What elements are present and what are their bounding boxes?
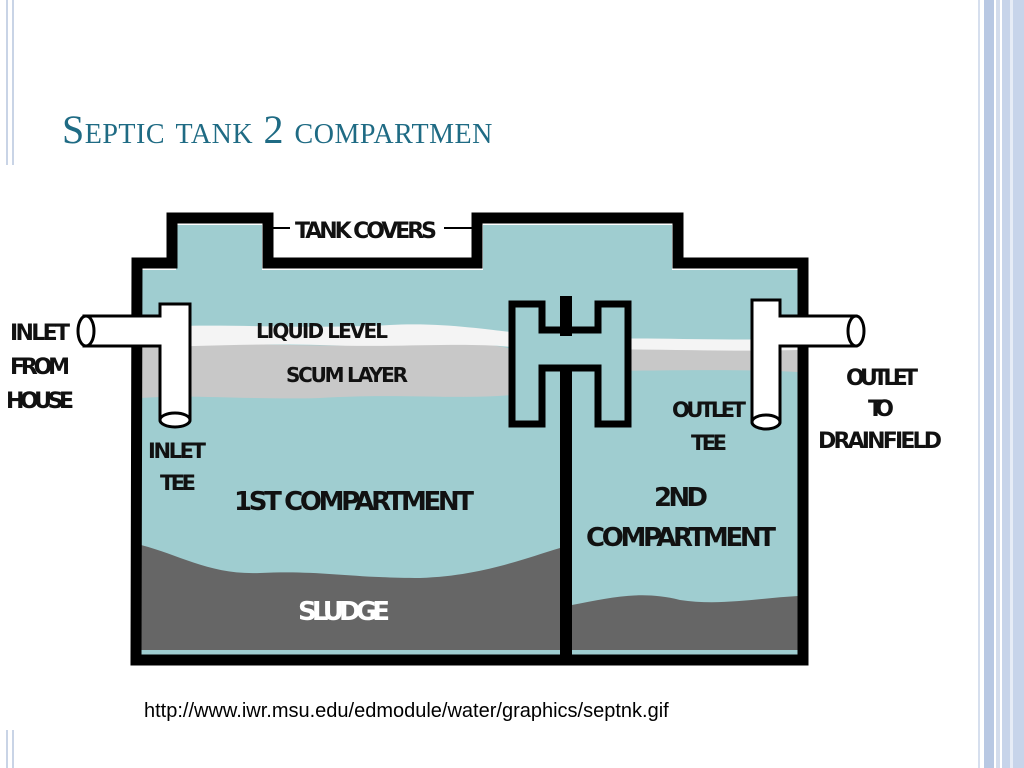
outlet-pipe-mouth bbox=[846, 314, 866, 348]
label-scum-layer: SCUM LAYER bbox=[286, 363, 408, 387]
label-outlet-to-drainfield-1: OUTLET bbox=[846, 366, 918, 391]
label-outlet-to-drainfield-2: TO bbox=[868, 397, 894, 422]
baffle-wall bbox=[560, 330, 572, 655]
label-outlet-tee-2: TEE bbox=[691, 431, 727, 455]
label-tank-covers: TANK COVERS bbox=[295, 219, 437, 244]
label-inlet-tee-2: TEE bbox=[160, 471, 196, 495]
label-outlet-tee-1: OUTLET bbox=[672, 398, 747, 422]
label-inlet-from-house-1: INLET bbox=[10, 321, 70, 346]
inlet-tee-opening bbox=[158, 411, 192, 429]
tank-wall bbox=[130, 212, 809, 666]
label-inlet-tee-1: INLET bbox=[148, 439, 207, 463]
transfer-tee bbox=[508, 300, 632, 428]
transfer-tee-vent bbox=[560, 296, 572, 336]
sludge-layer-1 bbox=[141, 545, 560, 650]
label-outlet-to-drainfield-3: DRAINFIELD bbox=[818, 429, 942, 454]
label-liquid-level: LIQUID LEVEL bbox=[256, 319, 388, 343]
inlet-pipe-mouth bbox=[76, 314, 96, 348]
label-inlet-from-house-3: HOUSE bbox=[6, 389, 74, 414]
scum-layer-2 bbox=[580, 349, 798, 372]
label-second-compartment-1: 2ND bbox=[654, 483, 708, 513]
scum-layer-1 bbox=[141, 342, 512, 399]
label-second-compartment-2: COMPARTMENT bbox=[586, 523, 776, 553]
sludge-layer-2 bbox=[572, 595, 798, 650]
outlet-tee-opening bbox=[750, 413, 782, 431]
slide-title: Septic tank 2 compartmen bbox=[62, 107, 493, 152]
label-first-compartment: 1ST COMPARTMENT bbox=[234, 487, 474, 517]
label-inlet-from-house-2: FROM bbox=[10, 355, 70, 380]
source-url-link[interactable]: http://www.iwr.msu.edu/edmodule/water/gr… bbox=[144, 700, 669, 722]
slide-left-border bbox=[4, 0, 20, 768]
label-sludge: SLUDGE bbox=[298, 597, 390, 627]
liquid-level-band-1 bbox=[141, 324, 512, 347]
slide-right-border bbox=[978, 0, 1024, 768]
